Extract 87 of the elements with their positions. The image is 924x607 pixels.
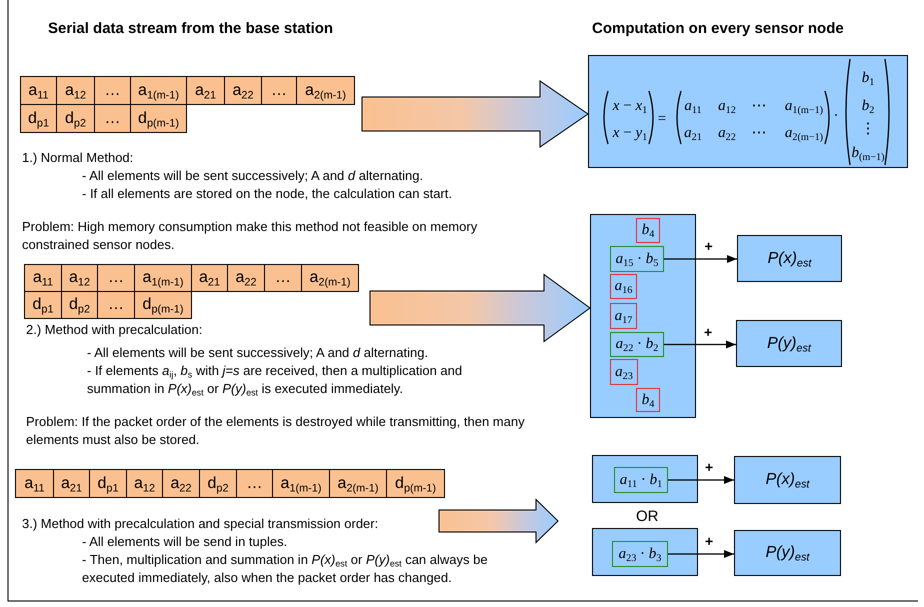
stream-cell: d$_{p2}$	[199, 469, 237, 498]
stream-cell: a$_{2(m-1)}$	[329, 469, 387, 498]
arrow	[668, 550, 734, 558]
math-term: ⋯	[752, 98, 766, 114]
estimate-panel: P(y)$_{est}$	[734, 530, 841, 576]
math-term: a$_{11}$	[684, 98, 702, 114]
stream-cell: a$_{21}$	[191, 264, 228, 292]
math-term: x − y$_{1}$	[612, 125, 648, 141]
math-term: a$_{1(m−1)}$	[784, 98, 824, 114]
estimate-panel: P(y)$_{est}$	[736, 320, 842, 367]
math-term: x − x$_{1}$	[612, 98, 648, 114]
math-term: a$_{21}$	[684, 125, 702, 141]
stream-cell: a$_{11}$	[15, 469, 54, 498]
section-heading: Serial data stream from the base station	[48, 20, 334, 38]
alternative-label: OR	[636, 508, 660, 526]
stream-cell: a$_{1(m-1)}$	[272, 469, 330, 498]
stream-cell: …	[94, 76, 131, 105]
stream-cell: a$_{22}$	[162, 469, 200, 498]
stream-cell: a$_{21}$	[186, 76, 225, 105]
stream-cell: d$_{p(m-1)}$	[386, 469, 445, 498]
math-term: b$_{(m−1)}$	[851, 145, 885, 161]
stream-cell: d$_{p1}$	[89, 469, 127, 498]
math-term: a$_{2(m−1)}$	[784, 125, 824, 141]
stored-element-frame: b$_{4}$	[636, 218, 660, 243]
stream-cell: d$_{p2}$	[56, 104, 95, 133]
math-term: b$_{1}$	[862, 70, 874, 86]
description-text: - All elements will be sent successively; A and d alternating.	[87, 344, 430, 362]
sensor-node-panel	[592, 455, 698, 503]
description-text: - If elements a$_{ij}$, b$_{s}$ with j=s are received, then a multiplication and summation in P(x)$_{est}$ or P(y)$_{est}$ is executed immediately.	[87, 362, 464, 398]
product-term-frame: a$_{23}$ · b$_{3}$	[612, 541, 668, 567]
description-text: Problem: High memory consumption make this method not feasible on memory constrained sensor nodes.	[22, 218, 478, 254]
math-term: a$_{22}$	[718, 125, 736, 141]
description-text: 1.) Normal Method:	[22, 149, 134, 167]
description-text: - All elements will be send in tuples.	[82, 533, 288, 551]
math-term: =	[658, 111, 666, 127]
stream-cell: a$_{22}$	[227, 264, 265, 292]
stored-element-frame: a$_{16}$	[610, 274, 637, 299]
description-text: 2.) Method with precalculation:	[26, 321, 204, 339]
arrow	[664, 340, 736, 348]
section-heading: Computation on every sensor node	[592, 20, 845, 38]
math-term: b$_{2}$	[862, 98, 874, 114]
stream-cell: …	[261, 76, 297, 105]
stream-cell: a$_{22}$	[224, 76, 262, 105]
stream-cell: a$_{12}$	[56, 76, 95, 105]
stream-cell: a$_{11}$	[20, 76, 57, 105]
math-term: a$_{12}$	[718, 98, 736, 114]
math-term: ⋮	[860, 121, 876, 137]
stream-cell: …	[264, 264, 302, 292]
description-text: - All elements will be sent successively; A and d alternating.	[82, 167, 424, 185]
stream-cell: a$_{1(m-1)}$	[130, 76, 187, 105]
stream-cell: a$_{12}$	[126, 469, 163, 498]
equation-panel	[588, 55, 908, 168]
stream-cell: …	[236, 469, 273, 498]
stored-element-frame: a$_{17}$	[610, 303, 637, 329]
math-term: ⋯	[752, 125, 766, 141]
stored-element-frame: b$_{4}$	[636, 388, 660, 412]
stream-cell: a$_{11}$	[24, 264, 62, 292]
stream-cell: d$_{p2}$	[61, 291, 98, 319]
arrow	[668, 476, 734, 484]
description-text: Problem: If the packet order of the elements is destroyed while transmitting, then many elements must also be stored.	[26, 413, 526, 449]
stored-element-frame: a$_{23}$	[610, 359, 638, 385]
description-text: 3.) Method with precalculation and special transmission order:	[22, 515, 380, 533]
block-arrow	[362, 80, 589, 148]
stream-cell: d$_{p(m-1)}$	[134, 291, 192, 319]
sensor-node-panel	[592, 528, 698, 576]
arrow	[664, 255, 737, 263]
stream-cell: …	[97, 264, 135, 292]
product-term-frame: a$_{22}$ · b$_{2}$	[610, 332, 664, 357]
stream-cell: …	[97, 291, 135, 319]
stream-cell: a$_{21}$	[53, 469, 90, 498]
stream-cell: …	[94, 104, 131, 133]
description-text: - Then, multiplication and summation in P(x)$_{est}$ or P(y)$_{est}$ can always be executed immediately, also when the packet order has changed.	[82, 551, 489, 587]
description-text: - If all elements are stored on the node, the calculation can start.	[82, 185, 453, 203]
math-term: ·	[834, 108, 838, 124]
estimate-panel: P(x)$_{est}$	[734, 456, 841, 504]
product-term-frame: a$_{11}$ · b$_{1}$	[614, 467, 668, 493]
stream-cell: d$_{p(m-1)}$	[130, 104, 187, 133]
stream-cell: a$_{2(m-1)}$	[301, 264, 359, 292]
estimate-panel: P(x)$_{est}$	[737, 235, 842, 282]
product-term-frame: a$_{15}$ · b$_{5}$	[610, 246, 664, 272]
stream-cell: d$_{p1}$	[24, 291, 62, 319]
stream-cell: a$_{12}$	[61, 264, 98, 292]
sensor-node-panel	[590, 214, 696, 418]
stream-cell: a$_{2(m-1)}$	[296, 76, 355, 105]
stream-cell: a$_{1(m-1)}$	[134, 264, 192, 292]
stream-cell: d$_{p1}$	[20, 104, 57, 133]
block-arrow	[370, 274, 591, 342]
